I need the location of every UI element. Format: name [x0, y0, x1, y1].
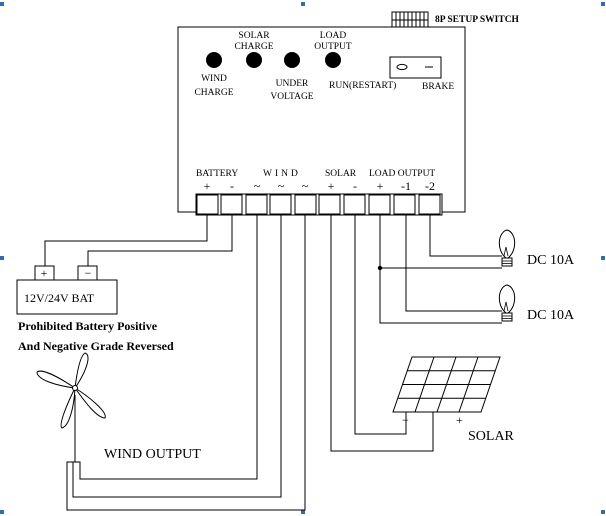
solar-charge-led	[246, 52, 262, 68]
solar-minus-sign: −	[402, 413, 409, 427]
load-output-led-label-1: LOAD	[320, 31, 347, 41]
load-2-label: DC 10A	[527, 308, 575, 323]
solar-label: SOLAR	[468, 429, 515, 444]
battery-label: 12V/24V BAT	[24, 291, 95, 305]
wind-group-label: WIND	[263, 169, 301, 179]
terminal-sign: -2	[425, 179, 435, 193]
solar-plus-sign: +	[456, 413, 463, 427]
solar-group-label: SOLAR	[325, 169, 357, 179]
junction-dot	[377, 265, 383, 271]
bulb-icon	[498, 229, 516, 267]
load-output-group-label: LOAD OUTPUT	[369, 169, 435, 179]
brake-label: BRAKE	[422, 82, 454, 92]
battery-body	[16, 279, 118, 315]
terminal-sign: +	[328, 179, 335, 193]
battery-plus-sign: +	[41, 266, 48, 280]
controller-box	[177, 26, 466, 213]
under-voltage-led	[284, 52, 300, 68]
setup-switch	[391, 11, 429, 29]
solar-panel-icon	[392, 356, 501, 425]
battery-warning-line-2: And Negative Grade Reversed	[18, 339, 174, 353]
wind-turbine-icon	[36, 352, 106, 462]
battery-warning-line-1: Prohibited Battery Positive	[18, 319, 158, 333]
battery-minus-sign: −	[85, 266, 92, 280]
under-voltage-label-1: UNDER	[276, 79, 309, 89]
wind-output-label: WIND OUTPUT	[104, 447, 201, 462]
run-restart-label: RUN(RESTART)	[329, 80, 396, 91]
terminal-sign: +	[377, 179, 384, 193]
solar-charge-label-1: SOLAR	[238, 31, 270, 41]
terminal-sign: -1	[401, 179, 411, 193]
under-voltage-label-2: VOLTAGE	[270, 92, 313, 102]
wind-charge-led	[206, 52, 222, 68]
load-output-led	[325, 52, 341, 68]
terminal-strip	[195, 193, 443, 216]
terminal-sign: -	[353, 179, 357, 193]
wind-charge-label-2: CHARGE	[194, 88, 233, 98]
wind-charge-label-1: WIND	[201, 74, 227, 84]
solar-charge-label-2: CHARGE	[234, 42, 273, 52]
battery	[16, 265, 118, 315]
terminal-sign: ~	[302, 179, 309, 193]
setup-switch-label: 8P SETUP SWITCH	[435, 15, 520, 25]
terminal-sign: ~	[254, 179, 261, 193]
terminal-sign: -	[230, 179, 234, 193]
wiring	[44, 215, 502, 511]
load-1-label: DC 10A	[527, 253, 575, 268]
bulb-icon	[498, 284, 516, 322]
battery-group-label: BATTERY	[196, 169, 238, 179]
terminal-sign: +	[204, 179, 211, 193]
load-output-led-label-2: OUTPUT	[314, 42, 352, 52]
brake-switch-knob	[396, 63, 408, 71]
brake-switch	[389, 56, 442, 79]
terminal-sign: ~	[278, 179, 285, 193]
